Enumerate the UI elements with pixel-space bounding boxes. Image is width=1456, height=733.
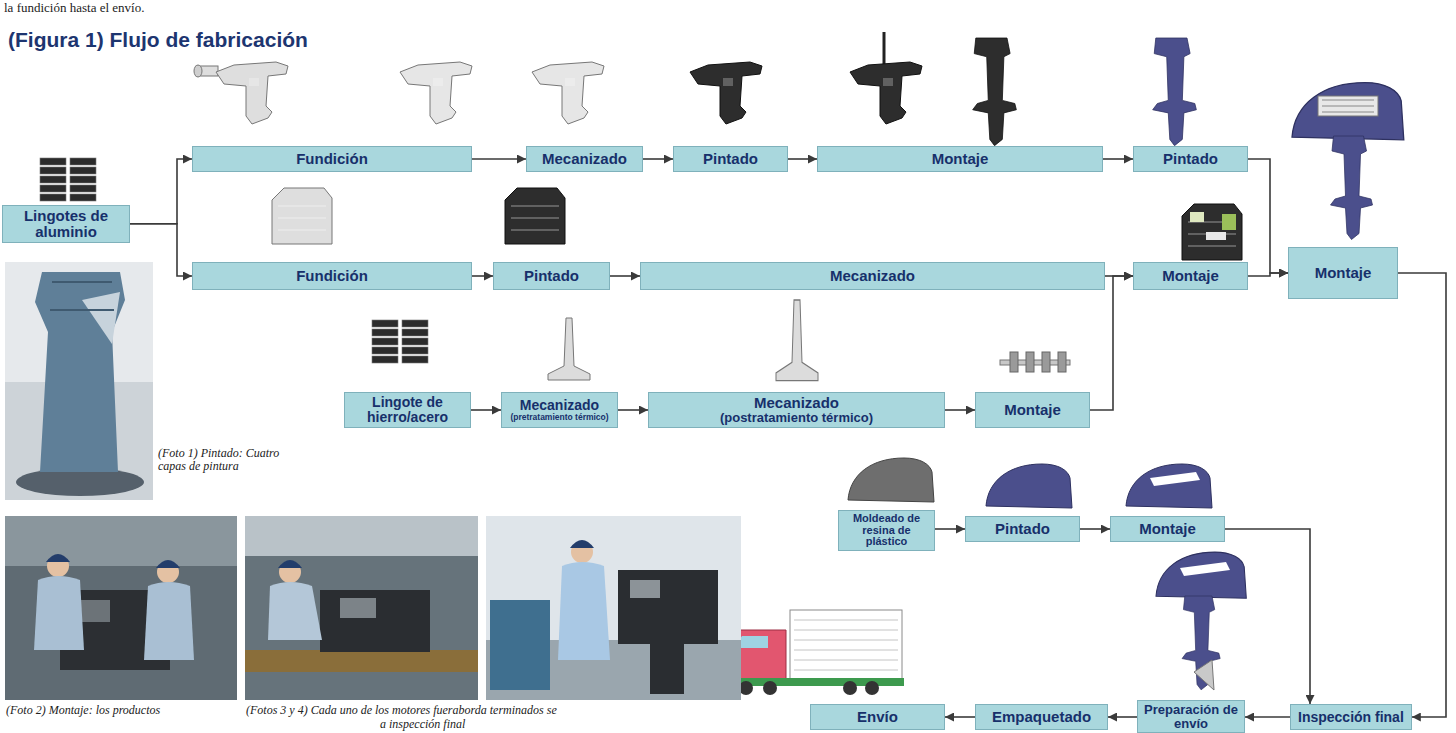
photo-caption: (Fotos 3 y 4) Cada uno de los motores fu… xyxy=(246,704,557,717)
flow-arrow xyxy=(788,158,817,160)
box-subtext: (pretratamiento térmico) xyxy=(510,413,608,422)
box-text: Fundición xyxy=(296,151,368,167)
flow-arrow xyxy=(1090,276,1133,410)
box-text: Envío xyxy=(857,709,898,725)
process-box: Montaje xyxy=(1133,262,1248,290)
flow-arrow xyxy=(643,158,673,160)
process-box: Mecanizado xyxy=(640,262,1105,290)
process-box: Fundición xyxy=(192,146,472,172)
photo-caption: a inspección final xyxy=(380,718,465,731)
box-text: Pintado xyxy=(995,521,1050,537)
process-box: Empaquetado xyxy=(975,704,1108,730)
flow-arrow xyxy=(130,159,192,224)
flow-arrow xyxy=(130,224,192,276)
flow-arrow xyxy=(1225,529,1310,704)
box-text: Empaquetado xyxy=(992,709,1091,725)
process-box: Mecanizado(postratamiento térmico) xyxy=(648,392,945,428)
box-text: Fundición xyxy=(296,268,368,284)
flow-arrow xyxy=(1080,528,1110,530)
flow-arrow xyxy=(472,158,526,160)
box-text: Mecanizado xyxy=(542,151,627,167)
process-box: Montaje xyxy=(1110,516,1225,542)
flow-arrow xyxy=(1108,716,1137,718)
process-box: Montaje xyxy=(975,392,1090,428)
process-box: Montaje xyxy=(817,146,1103,172)
flow-arrow xyxy=(1248,159,1288,273)
box-text: Mecanizado xyxy=(830,268,915,284)
process-box: Inspección final xyxy=(1290,704,1412,730)
process-box: Pintado xyxy=(673,146,788,172)
figure-title: (Figura 1) Flujo de fabricación xyxy=(8,28,308,52)
box-text: Pintado xyxy=(1163,151,1218,167)
box-text: Pintado xyxy=(524,268,579,284)
flow-arrow xyxy=(945,716,975,718)
photo-caption: (Foto 2) Montaje: los productos xyxy=(6,704,160,717)
box-text: Pintado xyxy=(703,151,758,167)
box-text: Montaje xyxy=(1004,402,1061,418)
box-text: Moldeado de resina de plástico xyxy=(843,513,930,548)
flow-arrow xyxy=(472,275,493,277)
box-subtext: (postratamiento térmico) xyxy=(720,411,873,425)
box-text: Lingote de hierro/acero xyxy=(349,395,466,424)
flow-arrow xyxy=(935,528,965,530)
body-text: la fundición hasta el envío. xyxy=(4,1,144,15)
box-text: Montaje xyxy=(932,151,989,167)
box-text: Mecanizado xyxy=(754,395,839,411)
flow-arrow xyxy=(945,409,975,411)
flow-arrow xyxy=(1398,273,1446,717)
box-text: Inspección final xyxy=(1298,710,1404,725)
flow-arrow xyxy=(1245,716,1290,718)
box-text: Preparación de envío xyxy=(1142,703,1240,730)
flow-arrow xyxy=(610,275,640,277)
process-box: Mecanizado xyxy=(526,146,643,172)
process-box: Envío xyxy=(810,704,945,730)
process-box: Moldeado de resina de plástico xyxy=(838,510,935,551)
box-text: Lingotes de aluminio xyxy=(7,208,125,240)
process-box: Pintado xyxy=(965,516,1080,542)
box-text: Mecanizado xyxy=(520,398,599,413)
flow-arrow xyxy=(1103,158,1133,160)
process-box: Lingotes de aluminio xyxy=(2,205,130,243)
box-text: Montaje xyxy=(1162,268,1219,284)
box-text: Montaje xyxy=(1139,521,1196,537)
process-box: Mecanizado(pretratamiento térmico) xyxy=(501,392,618,428)
process-box: Fundición xyxy=(192,262,472,290)
process-box: Pintado xyxy=(493,262,610,290)
flow-arrow xyxy=(471,409,501,411)
process-box: Preparación de envío xyxy=(1137,700,1245,733)
box-text: Montaje xyxy=(1315,265,1372,281)
photo-caption: (Foto 1) Pintado: Cuatro capas de pintur… xyxy=(158,447,280,473)
process-box: Pintado xyxy=(1133,146,1248,172)
process-box: Montaje xyxy=(1288,247,1398,299)
process-box: Lingote de hierro/acero xyxy=(344,392,471,428)
flow-arrow xyxy=(1248,273,1288,276)
flow-arrow xyxy=(618,409,648,411)
